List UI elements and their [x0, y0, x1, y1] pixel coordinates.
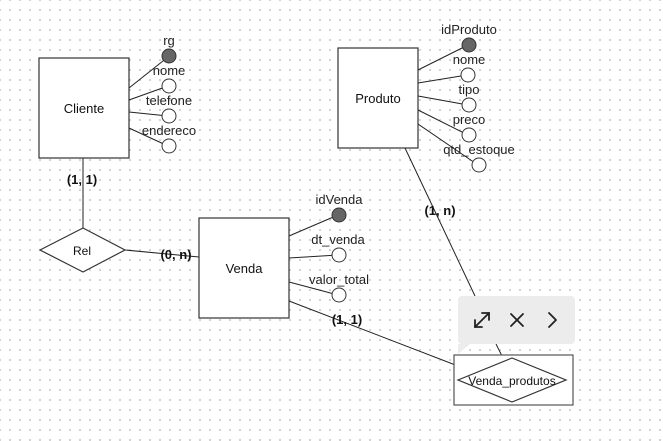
attr-circle[interactable]	[471, 157, 487, 173]
entity-produto[interactable]: Produto	[337, 47, 419, 149]
entity-produto-label: Produto	[355, 91, 401, 106]
entity-cliente-label: Cliente	[64, 101, 104, 116]
attr-produto-nome: nome	[453, 52, 486, 67]
attr-circle[interactable]	[161, 78, 177, 94]
attr-circle[interactable]	[161, 138, 177, 154]
connector-cliente-telefone	[128, 111, 169, 117]
cardinality-produto-venda-produtos: (1, n)	[424, 203, 455, 218]
relationship-rel[interactable]: Rel	[38, 227, 127, 273]
close-icon[interactable]	[502, 305, 532, 335]
chevron-right-icon[interactable]	[537, 305, 567, 335]
expand-icon[interactable]	[467, 305, 497, 335]
attr-venda-dt-venda: dt_venda	[311, 232, 365, 247]
connector-venda-idvenda	[288, 214, 339, 237]
selection-toolbar	[458, 296, 575, 354]
attr-venda-idvenda: idVenda	[316, 192, 364, 207]
connector-toolbar-tail	[495, 343, 503, 357]
attr-circle[interactable]	[460, 67, 476, 83]
connector-produto-tipo	[417, 95, 469, 106]
attr-cliente-nome: nome	[153, 63, 186, 78]
attr-produto-idproduto: idProduto	[441, 22, 497, 37]
connector-produto-qtd-estoque	[417, 123, 479, 166]
connector-produto-nome	[417, 74, 468, 84]
connector-cliente-endereco	[128, 127, 169, 147]
attr-circle[interactable]	[461, 127, 477, 143]
entity-cliente[interactable]: Cliente	[38, 57, 130, 159]
attr-circle[interactable]	[161, 108, 177, 124]
connector-cliente-nome	[128, 85, 169, 101]
attr-key-circle[interactable]	[331, 207, 347, 223]
connector-produto-venda-produtos	[404, 147, 476, 297]
attr-circle[interactable]	[331, 287, 347, 303]
relationship-venda-produtos-label: Venda_produtos	[468, 374, 555, 388]
attr-circle[interactable]	[331, 247, 347, 263]
cardinality-cliente-rel: (1, 1)	[67, 172, 97, 187]
relationship-venda-produtos[interactable]: Venda_produtos	[453, 354, 574, 406]
entity-venda-label: Venda	[226, 261, 264, 276]
attr-produto-tipo: tipo	[459, 82, 480, 97]
attr-cliente-endereco: endereco	[142, 123, 196, 138]
attr-key-circle[interactable]	[161, 48, 177, 64]
connector-venda-valor-total	[288, 281, 339, 296]
attr-produto-preco: preco	[453, 112, 486, 127]
connector-venda-venda-produtos	[288, 300, 459, 367]
relationship-rel-label: Rel	[73, 244, 91, 258]
attr-circle[interactable]	[461, 97, 477, 113]
connector-rel-venda	[124, 249, 200, 258]
connector-produto-idproduto	[417, 44, 469, 71]
connector-venda-dt-venda	[288, 254, 339, 259]
entity-venda[interactable]: Venda	[198, 217, 290, 319]
cardinality-rel-venda: (0, n)	[160, 247, 191, 262]
cardinality-venda-venda-produtos: (1, 1)	[332, 312, 362, 327]
connector-cliente-rg	[128, 56, 169, 89]
connector-produto-preco	[417, 109, 469, 136]
attr-key-circle[interactable]	[461, 37, 477, 53]
attr-produto-qtd-estoque: qtd_estoque	[443, 142, 515, 157]
attr-cliente-rg: rg	[163, 33, 175, 48]
attr-venda-valor-total: valor_total	[309, 272, 369, 287]
attr-cliente-telefone: telefone	[146, 93, 192, 108]
